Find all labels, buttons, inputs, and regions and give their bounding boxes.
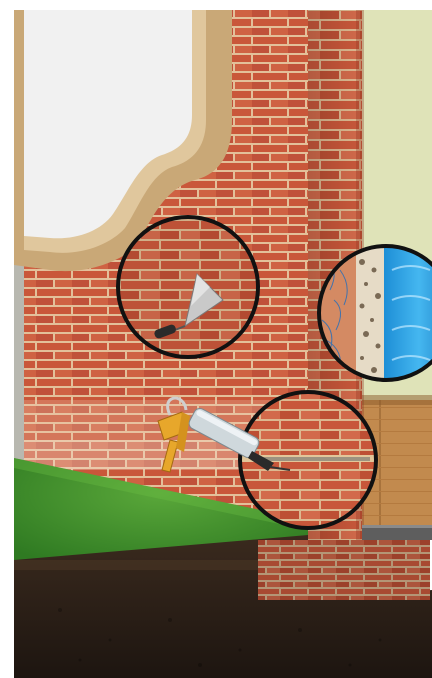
waterproof-layer-icon bbox=[356, 246, 384, 386]
